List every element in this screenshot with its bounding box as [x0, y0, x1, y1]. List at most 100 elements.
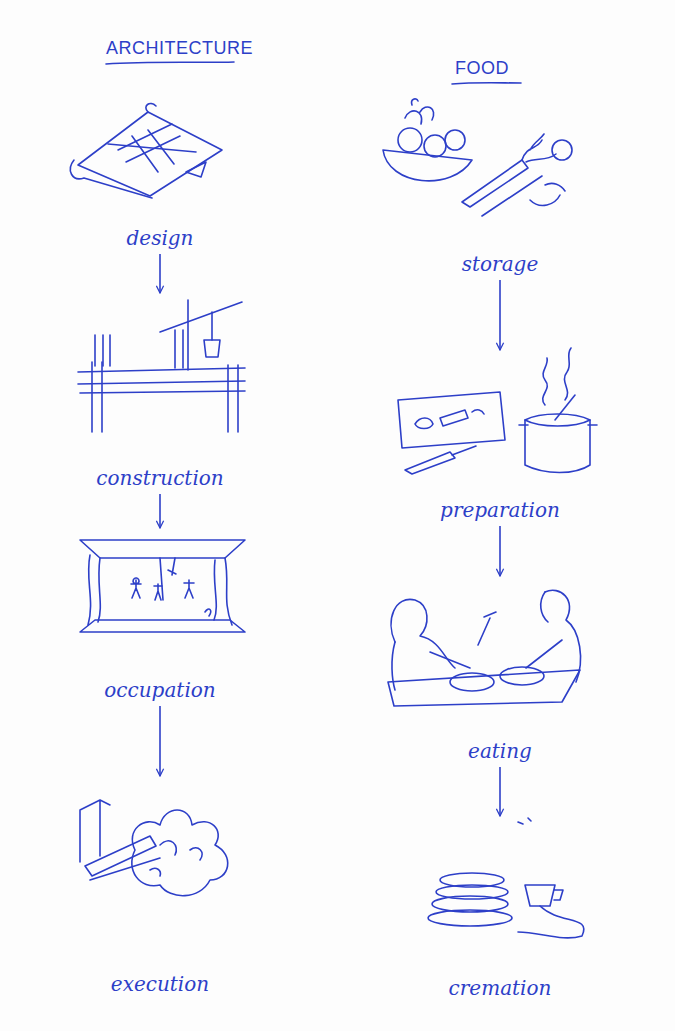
stage-label: preparation: [385, 498, 615, 522]
occupation-sketch-stroke: [225, 558, 232, 625]
dirty-dishes-sketch-stroke: [518, 906, 584, 938]
storage-sketch: [383, 99, 572, 216]
occupation-sketch-stroke: [88, 555, 91, 625]
rubble-sketch-stroke: [90, 858, 160, 880]
preparation-sketch-stroke: [440, 410, 468, 426]
construction-sketch-stroke: [78, 368, 245, 372]
construction-sketch-stroke: [174, 330, 176, 368]
storage-sketch-stroke: [522, 134, 556, 162]
occupation-sketch-stroke: [80, 620, 245, 632]
blueprint-sketch-stroke: [146, 104, 156, 112]
construction-sketch-stroke: [182, 330, 184, 368]
blueprint-sketch-stroke: [148, 130, 174, 164]
preparation-sketch-stroke: [472, 410, 484, 414]
occupation-sketch: [80, 540, 245, 632]
construction-sketch-stroke: [80, 391, 245, 393]
flow-arrow: [159, 706, 161, 776]
eating-sketch: [388, 590, 581, 706]
eating-sketch-stroke: [545, 590, 581, 682]
occupation-sketch-stroke: [98, 558, 100, 622]
column-heading: FOOD: [455, 58, 509, 79]
stage-node: design: [60, 100, 260, 250]
occupation-sketch-stroke: [205, 609, 211, 616]
preparation-sketch-stroke: [564, 348, 571, 400]
storage-sketch-stroke: [445, 130, 465, 150]
occupation-sketch-stroke: [80, 540, 245, 558]
rubble-sketch-stroke: [80, 800, 110, 862]
eating-sketch-stroke: [541, 592, 548, 622]
stage-node: execution: [60, 778, 260, 996]
storage-sketch-stroke: [552, 140, 572, 160]
stage-label: storage: [385, 252, 615, 276]
occupation-sketch-stroke: [154, 584, 162, 600]
eating-sketch-stroke: [392, 642, 395, 690]
occupation-sketch-stroke: [131, 578, 141, 598]
construction-sketch-stroke: [187, 300, 189, 370]
construction-sketch-stroke: [211, 312, 213, 340]
eating-sketch-stroke: [388, 670, 580, 706]
flow-arrow: [499, 280, 501, 350]
storage-sketch-stroke: [424, 135, 446, 157]
preparation-sketch-stroke: [398, 392, 505, 448]
occupation-sketch-stroke: [160, 558, 163, 600]
flow-arrow: [499, 526, 501, 576]
storage-sketch-stroke: [482, 176, 542, 216]
storage-sketch-stroke: [405, 99, 434, 124]
storage-sketch-stroke: [398, 128, 422, 152]
construction-sketch: [78, 300, 245, 432]
occupation-sketch-stroke: [214, 560, 216, 620]
flow-arrow: [159, 494, 161, 528]
column-heading: ARCHITECTURE: [106, 38, 253, 59]
preparation-sketch-stroke: [519, 424, 597, 426]
construction-sketch-stroke: [109, 335, 111, 366]
construction-sketch-stroke: [204, 340, 220, 357]
blueprint-sketch: [70, 104, 222, 198]
preparation-sketch-stroke: [525, 420, 590, 473]
eating-sketch-stroke: [478, 612, 496, 645]
blueprint-sketch-stroke: [108, 144, 196, 152]
construction-sketch-stroke: [102, 335, 104, 366]
blueprint-sketch-stroke: [186, 162, 206, 177]
storage-sketch-stroke: [530, 183, 565, 205]
blueprint-sketch-stroke: [70, 160, 152, 198]
stage-label: occupation: [60, 678, 260, 702]
preparation-sketch-stroke: [555, 395, 575, 420]
flow-arrow: [499, 767, 501, 816]
construction-sketch-stroke: [101, 362, 103, 432]
construction-sketch-stroke: [78, 381, 245, 384]
rubble-sketch: [80, 800, 228, 896]
stage-label: design: [60, 226, 260, 250]
construction-sketch-stroke: [237, 365, 239, 432]
blueprint-sketch-stroke: [132, 136, 158, 172]
construction-sketch-stroke: [160, 302, 242, 332]
stage-node: cremation: [385, 818, 615, 1000]
rubble-sketch-stroke: [150, 841, 202, 876]
stage-label: construction: [60, 466, 260, 490]
construction-sketch-stroke: [91, 362, 93, 432]
stage-label: execution: [60, 972, 260, 996]
stage-node: occupation: [60, 530, 260, 702]
occupation-sketch-stroke: [168, 558, 176, 575]
eating-sketch-stroke: [500, 667, 544, 685]
stage-node: eating: [385, 578, 615, 763]
stage-node: construction: [60, 295, 260, 490]
stage-label: eating: [385, 739, 615, 763]
stage-node: preparation: [385, 352, 615, 522]
preparation-sketch-stroke: [405, 446, 476, 474]
eating-sketch-stroke: [430, 640, 562, 668]
occupation-sketch-stroke: [184, 580, 194, 598]
preparation-sketch-stroke: [543, 358, 548, 405]
construction-sketch-stroke: [227, 365, 229, 432]
rubble-sketch-stroke: [132, 810, 228, 896]
preparation-sketch: [398, 348, 597, 474]
dirty-dishes-sketch-stroke: [525, 885, 563, 906]
dirty-dishes-sketch: [428, 818, 584, 938]
stage-node: storage: [385, 88, 615, 276]
heading-underline-stroke: [452, 83, 521, 84]
flow-arrow: [159, 254, 161, 293]
stage-label: cremation: [385, 976, 615, 1000]
eating-sketch-stroke: [450, 673, 494, 691]
dirty-dishes-sketch-stroke: [428, 910, 512, 926]
